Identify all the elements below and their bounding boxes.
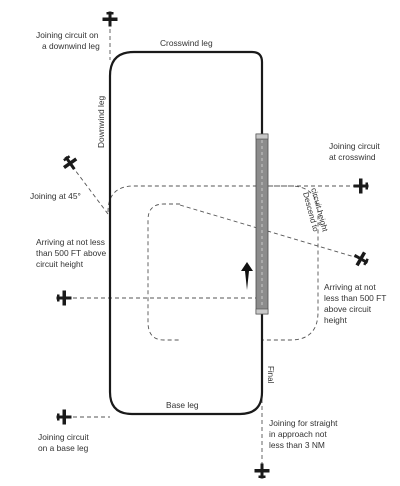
final-label: Final	[266, 366, 275, 384]
downwind-join-label: Joining circuit on a downwind leg	[36, 30, 101, 51]
arriving-left-label: Arriving at not less than 500 FT above c…	[36, 237, 108, 269]
straight-in-label: Joining for straight in approach not les…	[269, 418, 340, 450]
runway-threshold-top	[255, 133, 269, 140]
aircraft-45-icon	[62, 155, 78, 171]
crosswind-join-label: Joining circuit at crosswind	[329, 141, 382, 162]
runway	[255, 133, 269, 315]
diagram-labels: Joining circuit on a downwind leg Crossw…	[30, 30, 389, 453]
base-join-label: Joining circuit on a base leg	[38, 432, 91, 453]
aircraft-arriving-left-icon	[56, 290, 72, 306]
downwind-leg-label: Downwind leg	[96, 96, 106, 148]
aircraft-downwind-icon	[102, 11, 118, 27]
runway-threshold-bottom	[255, 308, 269, 315]
join-45-label: Joining at 45°	[30, 191, 81, 201]
arriving-right-label: Arriving at not less than 500 FT above c…	[324, 282, 389, 325]
traffic-circuit	[108, 50, 264, 416]
aircraft-icons	[56, 11, 369, 479]
descend-label: Descend to circuit height	[301, 187, 330, 236]
join-45-path	[71, 165, 109, 215]
arriving-right-path	[179, 204, 359, 259]
inner-dashed-circuit	[147, 203, 180, 341]
aircraft-straight-in-icon	[254, 463, 270, 479]
aircraft-crosswind-icon	[353, 178, 369, 194]
landing-direction-icon	[241, 262, 253, 290]
aircraft-base-icon	[56, 409, 72, 425]
outer-dashed-circuit	[107, 185, 319, 341]
aircraft-arriving-right-icon	[353, 251, 369, 267]
crosswind-leg-label: Crosswind leg	[160, 38, 213, 48]
base-leg-label: Base leg	[166, 400, 199, 410]
